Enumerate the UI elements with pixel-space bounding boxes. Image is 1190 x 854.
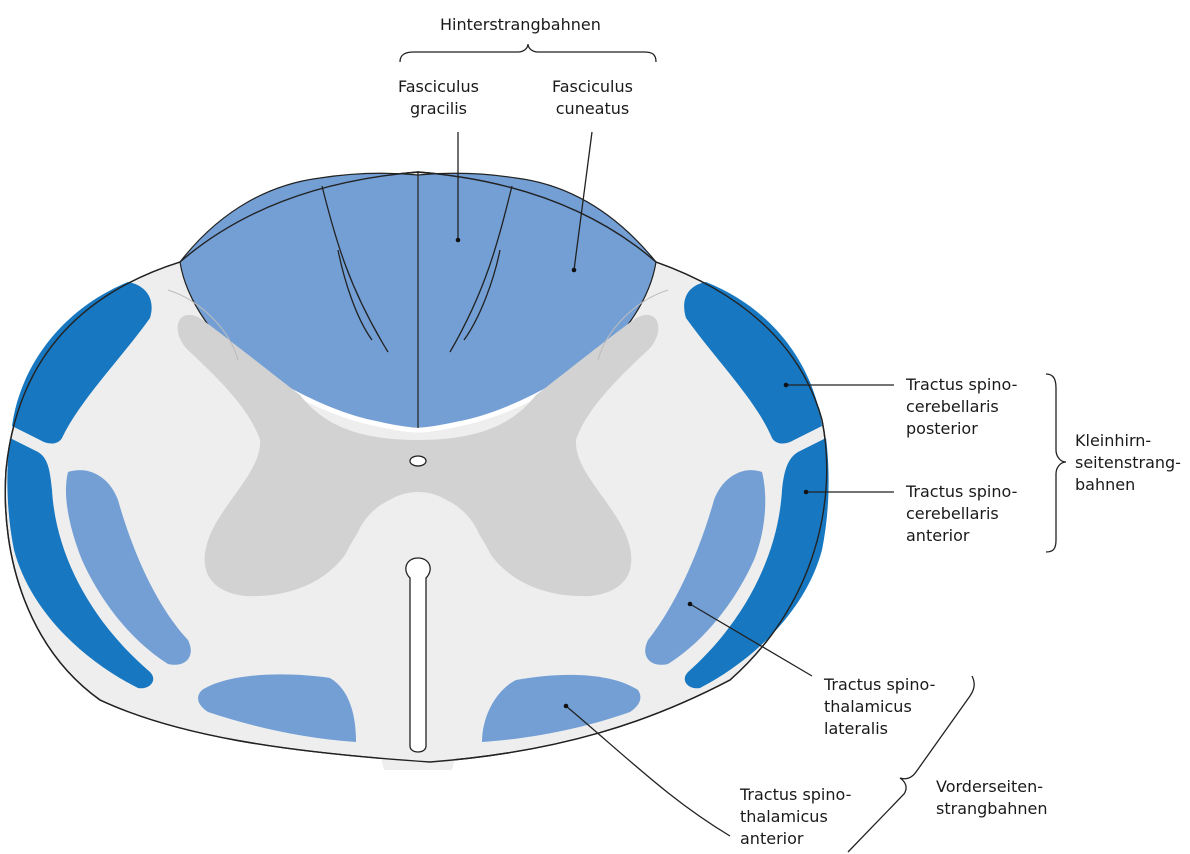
kleinhirn-bracket [1046, 374, 1066, 552]
dot-spinocerebellaris-posterior [784, 383, 789, 388]
dot-spinothalamicus-anterior [564, 704, 569, 709]
label-spinothalamicus-lateralis: Tractus spino- thalamicus lateralis [824, 674, 935, 740]
label-kleinhirnseitenstrangbahnen: Kleinhirn- seitenstrang- bahnen [1075, 430, 1181, 496]
dot-fasciculus-cuneatus [572, 268, 577, 273]
label-spinocerebellaris-posterior: Tractus spino- cerebellaris posterior [906, 374, 1017, 440]
anterior-median-fissure [406, 558, 430, 752]
label-hinterstrangbahnen: Hinterstrangbahnen [440, 14, 601, 36]
dot-fasciculus-gracilis [456, 238, 461, 243]
label-spinothalamicus-anterior: Tractus spino- thalamicus anterior [740, 784, 851, 850]
label-fasciculus-gracilis: Fasciculus gracilis [398, 76, 479, 120]
label-fasciculus-cuneatus: Fasciculus cuneatus [552, 76, 633, 120]
dot-spinothalamicus-lateralis [688, 602, 693, 607]
central-canal [410, 456, 426, 466]
label-spinocerebellaris-anterior: Tractus spino- cerebellaris anterior [906, 481, 1017, 547]
dot-spinocerebellaris-anterior [804, 490, 809, 495]
label-vorderseitenstrangbahnen: Vorderseiten- strangbahnen [936, 776, 1048, 820]
hinterstrang-bracket [400, 44, 656, 62]
